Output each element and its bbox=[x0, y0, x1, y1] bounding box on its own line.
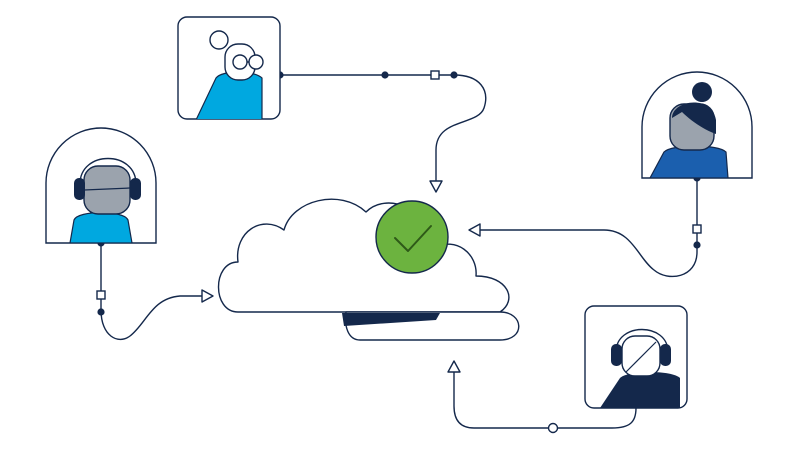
connector-top bbox=[279, 74, 487, 181]
user-headset-icon bbox=[584, 305, 688, 409]
node-dot bbox=[693, 241, 701, 249]
user-hair-bun-icon bbox=[641, 71, 753, 179]
arrow-head-up bbox=[447, 360, 461, 373]
node-ring bbox=[547, 422, 559, 434]
node-dot bbox=[97, 308, 105, 316]
connector-right bbox=[479, 177, 698, 278]
arrow-head-down bbox=[429, 180, 443, 193]
node-dot bbox=[450, 71, 458, 79]
check-icon bbox=[375, 200, 449, 274]
connector-bottom bbox=[453, 371, 637, 429]
node-square bbox=[692, 224, 702, 234]
cloud-shadow bbox=[342, 313, 440, 326]
node-square bbox=[96, 290, 106, 300]
arrow-head-left bbox=[468, 223, 481, 237]
arrow-head-right bbox=[201, 289, 214, 303]
user-headset-icon bbox=[45, 127, 157, 244]
connector-left bbox=[100, 242, 207, 341]
node-dot bbox=[381, 71, 389, 79]
node-square bbox=[430, 70, 440, 80]
cloud-icon bbox=[217, 198, 520, 341]
user-glasses-icon bbox=[177, 16, 281, 120]
